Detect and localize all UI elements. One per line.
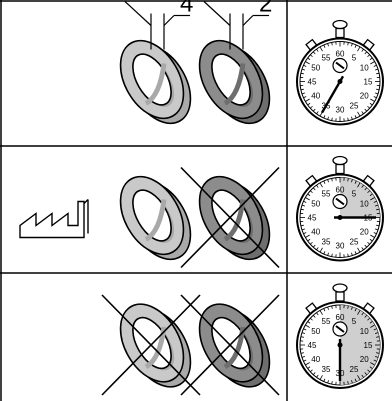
dial-number: 50 bbox=[311, 200, 320, 209]
dial-number: 55 bbox=[322, 317, 331, 326]
ring-dark-1-b bbox=[187, 166, 283, 271]
dial-number: 45 bbox=[308, 341, 317, 350]
dial-number: 10 bbox=[360, 327, 369, 336]
dial-number: 25 bbox=[350, 238, 359, 247]
dial-number: 45 bbox=[308, 214, 317, 223]
dial-number: 50 bbox=[311, 64, 320, 73]
dial-number: 60 bbox=[336, 50, 345, 59]
panel-dimensions: 4251015202530354045505560 bbox=[108, 0, 383, 134]
dial-number: 5 bbox=[352, 53, 357, 62]
dial-number: 30 bbox=[336, 242, 345, 251]
dial-number: 10 bbox=[360, 200, 369, 209]
dial-number: 60 bbox=[336, 313, 345, 322]
dial-number: 40 bbox=[311, 355, 320, 364]
dial-number: 20 bbox=[360, 228, 369, 237]
dial-number: 45 bbox=[308, 78, 317, 87]
dial-number: 60 bbox=[336, 186, 345, 195]
elapsed-sector bbox=[340, 305, 380, 385]
dial-number: 30 bbox=[336, 106, 345, 115]
dimension-label-0-0: 4 bbox=[180, 0, 193, 18]
ring-dark-2-b bbox=[187, 293, 283, 398]
dial-number: 40 bbox=[311, 228, 320, 237]
ring-dark-0-b bbox=[187, 30, 283, 135]
dial-number: 15 bbox=[364, 78, 373, 87]
stopwatch-1: 51015202530354045505560 bbox=[297, 157, 383, 261]
ring-light-2-a bbox=[108, 293, 204, 398]
dial-number: 35 bbox=[322, 365, 331, 374]
dimension-label-0-1: 2 bbox=[259, 0, 272, 18]
panel-both-rejected: 51015202530354045505560 bbox=[102, 284, 383, 398]
ring-light-1-a bbox=[108, 166, 204, 271]
dial-number: 5 bbox=[352, 317, 357, 326]
panel-factory: 51015202530354045505560 bbox=[20, 157, 383, 271]
dial-number: 25 bbox=[350, 102, 359, 111]
dial-number: 50 bbox=[311, 327, 320, 336]
dial-number: 25 bbox=[350, 365, 359, 374]
ring-light-0-a bbox=[108, 30, 204, 135]
dial-number: 40 bbox=[311, 92, 320, 101]
dial-number: 15 bbox=[364, 341, 373, 350]
factory-icon bbox=[20, 200, 88, 238]
dial-number: 35 bbox=[322, 238, 331, 247]
stopwatch-0: 51015202530354045505560 bbox=[297, 21, 383, 125]
dial-number: 20 bbox=[360, 92, 369, 101]
dial-number: 10 bbox=[360, 64, 369, 73]
dial-number: 5 bbox=[352, 189, 357, 198]
dial-number: 55 bbox=[322, 53, 331, 62]
dial-number: 55 bbox=[322, 189, 331, 198]
dial-number: 20 bbox=[360, 355, 369, 364]
stopwatch-2: 51015202530354045505560 bbox=[297, 284, 383, 388]
